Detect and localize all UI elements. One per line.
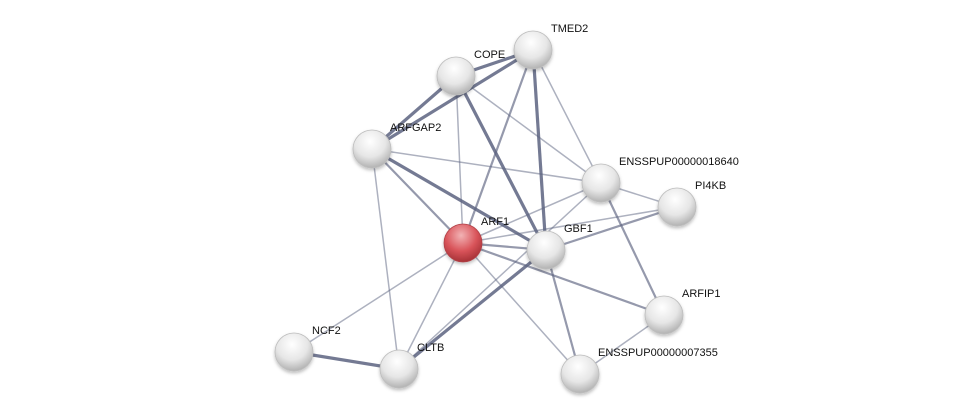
node-arfip1[interactable]: ARFIP1: [644, 288, 721, 335]
edge-ensspup00000018640-arfip1[interactable]: [600, 182, 665, 316]
node-sphere[interactable]: [581, 163, 621, 203]
edge-cope-gbf1[interactable]: [454, 75, 548, 251]
node-label: ENSSPUP00000007355: [598, 347, 718, 359]
edge-cope-ensspup00000018640[interactable]: [455, 75, 602, 184]
edge-ensspup00000018640-cltb[interactable]: [398, 182, 602, 370]
node-cope[interactable]: COPE: [436, 49, 505, 96]
edge-tmed2-arf1[interactable]: [461, 49, 535, 244]
edge-tmed2-ensspup00000018640[interactable]: [532, 49, 602, 184]
edge-arf1-ncf2[interactable]: [293, 242, 464, 353]
node-label: PI4KB: [695, 180, 726, 192]
node-sphere[interactable]: [379, 349, 419, 389]
node-ncf2[interactable]: NCF2: [274, 325, 341, 372]
node-label: ARF1: [481, 216, 509, 228]
node-label: ENSSPUP00000018640: [619, 156, 739, 168]
node-label: NCF2: [312, 325, 341, 337]
node-sphere[interactable]: [657, 187, 697, 227]
node-sphere[interactable]: [274, 332, 314, 372]
node-sphere[interactable]: [526, 230, 566, 270]
edge-gbf1-pi4kb[interactable]: [545, 205, 678, 252]
edge-gbf1-cltb[interactable]: [397, 248, 548, 371]
node-sphere[interactable]: [436, 56, 476, 96]
node-tmed2[interactable]: TMED2: [513, 23, 588, 70]
edge-tmed2-arfgap2[interactable]: [371, 48, 534, 151]
node-label: ARFGAP2: [390, 122, 441, 134]
node-arf1[interactable]: ARF1: [443, 216, 509, 263]
node-sphere[interactable]: [560, 354, 600, 394]
edge-arf1-ensspup00000007355[interactable]: [462, 242, 581, 375]
node-ensspup00000007355[interactable]: ENSSPUP00000007355: [560, 347, 718, 394]
node-arfgap2[interactable]: ARFGAP2: [352, 122, 441, 169]
node-label: ARFIP1: [682, 288, 721, 300]
node-label: CLTB: [417, 342, 444, 354]
edge-arf1-pi4kb[interactable]: [462, 206, 678, 244]
node-sphere[interactable]: [644, 295, 684, 335]
edge-arfgap2-arf1[interactable]: [371, 148, 464, 244]
edge-arf1-ensspup00000018640[interactable]: [462, 182, 602, 244]
node-ensspup00000018640[interactable]: ENSSPUP00000018640: [581, 156, 739, 203]
node-label: GBF1: [564, 223, 593, 235]
edge-arf1-arfip1[interactable]: [462, 241, 665, 317]
edge-cope-arf1[interactable]: [455, 75, 464, 244]
node-cltb[interactable]: CLTB: [379, 342, 444, 389]
node-label: COPE: [474, 49, 505, 61]
node-label: TMED2: [551, 23, 588, 35]
node-sphere[interactable]: [443, 223, 483, 263]
node-sphere[interactable]: [513, 30, 553, 70]
edge-arfgap2-cltb[interactable]: [371, 148, 400, 370]
node-sphere[interactable]: [352, 129, 392, 169]
node-gbf1[interactable]: GBF1: [526, 223, 593, 270]
edge-tmed2-gbf1[interactable]: [531, 49, 548, 251]
edge-arfgap2-ensspup00000018640[interactable]: [371, 148, 602, 184]
node-pi4kb[interactable]: PI4KB: [657, 180, 726, 227]
edge-gbf1-ensspup00000007355[interactable]: [544, 249, 582, 375]
edge-arf1-cltb[interactable]: [398, 242, 464, 370]
